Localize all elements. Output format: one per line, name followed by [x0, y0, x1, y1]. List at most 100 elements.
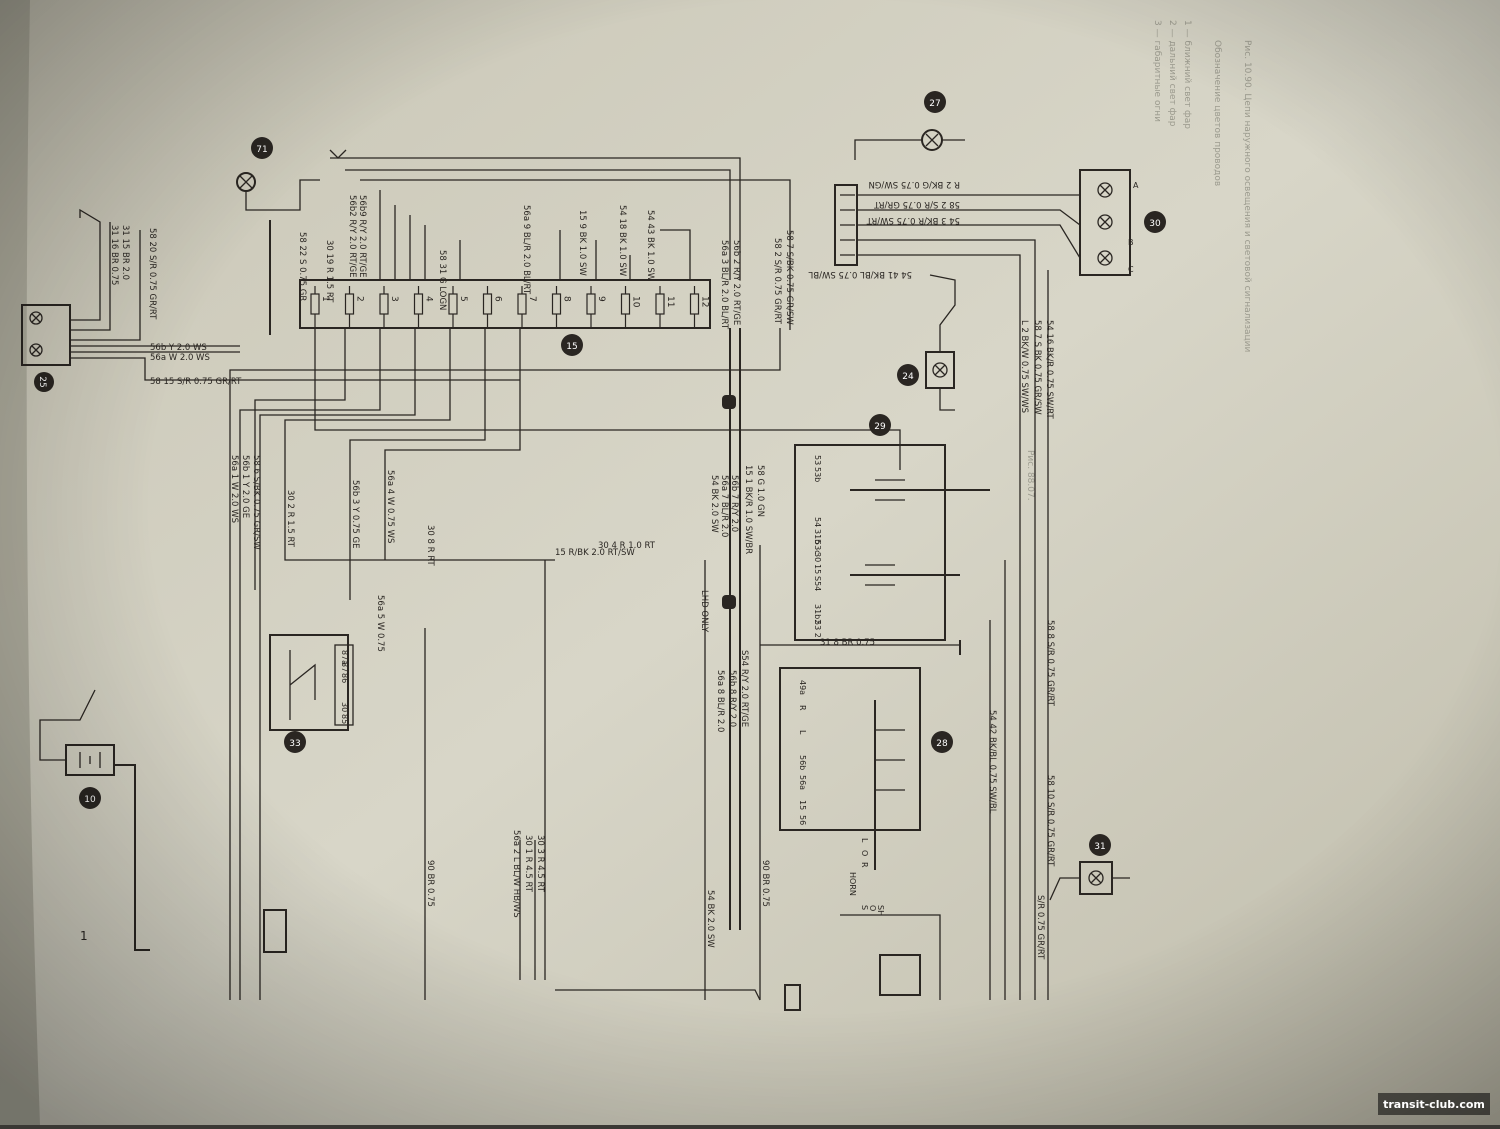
lever-label: L [860, 838, 869, 843]
wire-label: 58 6 S/BK 0.75 GR/SW [251, 455, 261, 550]
ground-label: 1 [80, 929, 88, 943]
connector-plug [722, 595, 736, 609]
wire-label: 56a 4 W 0.75 WS [385, 470, 395, 543]
wire-label: 56b 7 R/Y 2.0 [729, 475, 739, 532]
wire-label: 58 10 S/R 0.75 GR/RT [1045, 775, 1055, 867]
wire-label: 56b9 R/Y 2.0 RT/GE [357, 195, 367, 278]
switch-pin: 56a [798, 775, 807, 790]
switch-pin: S54 [813, 576, 822, 591]
side-line-1: 1 — ближний свет фар [1182, 20, 1192, 129]
side-caption-2: Обозначение цветов проводов [1212, 40, 1222, 186]
fuse-number: 12 [700, 296, 710, 307]
svg-text:15: 15 [566, 342, 577, 352]
wire-label: 54 43 BK 1.0 SW [645, 210, 655, 282]
relay-pin: 87 [340, 662, 349, 672]
wire-label: S54 R/Y 2.0 RT/GE [739, 650, 749, 727]
side-caption: Рис. 10.90. Цепи наружного освещения и с… [1242, 40, 1252, 352]
relay-pin: 85 [340, 714, 349, 724]
relay-pin: 86 [340, 673, 349, 683]
wire-label: 54 16 BK/R 0.75 SW/RT [1044, 320, 1054, 419]
switch-pin: 56 [798, 815, 807, 825]
wire-label: 54 3 BK/R 0.75 SW/RT [866, 215, 960, 225]
wire-label: 31 15 BR 2.0 [120, 225, 130, 280]
fuse-number: 2 [355, 296, 365, 302]
wire-label: 58 2 S/R 0.75 GR/RT [772, 238, 782, 325]
wire-label: 56b 8 R/Y 2.0 [727, 670, 737, 727]
svg-text:25: 25 [37, 376, 47, 387]
wire-label: R 2 BK/G 0.75 SW/GN [868, 179, 960, 189]
lamp-label: B [1128, 238, 1134, 247]
wire-label: 54 41 BK/BL 0.75 SW/BL [808, 269, 912, 279]
switch-pin: 54 [813, 517, 822, 527]
wire-label: 58 7 S/BK 0.75 GR/SW [784, 230, 794, 325]
wire-label: 30 4 R 1.0 RT [598, 541, 656, 551]
fuse-number: 6 [493, 296, 503, 302]
wire-label: 56b 3 Y 0.75 GE [350, 480, 360, 549]
wire-label: 56a 1 W 2.0 WS [229, 455, 239, 523]
wire-label: 56a 3 BL/R 2.0 BL/RT [719, 240, 729, 330]
fuse-number: 3 [389, 296, 399, 302]
wire-label: 58 22 S 0.75 GR [297, 232, 307, 301]
svg-text:71: 71 [256, 145, 267, 155]
wire-label: S/R 0.75 GR/RT [1035, 895, 1045, 960]
wire-label: 30 2 R 1.5 RT [285, 490, 295, 548]
wire-label: 58 20 S/R 0.75 GR/RT [147, 228, 157, 320]
lhd-only-label: LHD ONLY [699, 590, 709, 633]
wire-label: 56a 2 L BL/W HB/WS [511, 830, 521, 918]
fuse-number: 4 [424, 296, 434, 302]
wire-label: 54 BK 2.0 SW [705, 890, 715, 948]
wire-label: 58 2 S/R 0.75 GR/RT [873, 199, 960, 209]
wire-label: 56a 7 BL/R 2.0 [719, 475, 729, 537]
switch-pin: 49a [798, 680, 807, 695]
side-line-3: 3 — габаритные огни [1152, 20, 1162, 122]
wire-label: 56a 8 BL/R 2.0 [715, 670, 725, 732]
wire-label: 58 7 S BK 0.75 GR/SW [1032, 320, 1042, 415]
wire-label: 56a 5 W 0.75 [375, 595, 385, 652]
horn-label: HORN [848, 872, 857, 896]
svg-text:28: 28 [936, 739, 948, 749]
wire-label: 56a 9 BL/R 2.0 BL/RT [521, 205, 531, 295]
relay-pin: 30 [340, 702, 349, 712]
svg-text:10: 10 [84, 795, 96, 805]
lamp-label: C [1128, 265, 1134, 274]
fuse-number: 9 [596, 296, 606, 302]
watermark: transit-club.com [1383, 1098, 1485, 1111]
svg-text:31: 31 [1094, 842, 1105, 852]
wire-label: L 2 BK/W 0.75 SW/WS [1019, 320, 1029, 413]
switch-pin: 15 [798, 800, 807, 810]
fuse-number: 7 [527, 296, 537, 302]
lever-label: S [860, 905, 869, 910]
svg-text:29: 29 [874, 422, 886, 432]
wire-label: 56b Y 2.0 WS [150, 343, 207, 353]
svg-text:30: 30 [1149, 219, 1161, 229]
figure-number: Рис. 88.07. [1025, 450, 1035, 501]
wire-label: 54 42 BK/BL 0.75 SW/BL [987, 710, 997, 814]
wire-label: 90 BR 0.75 [425, 860, 435, 907]
wire-label: 15 9 BK 1.0 SW [577, 210, 587, 276]
wire-label: 30 8 R RT [425, 525, 435, 567]
wire-label: 30 19 R 1.5 RT [324, 240, 334, 303]
switch-pin: 53 [813, 455, 822, 465]
svg-text:24: 24 [902, 372, 914, 382]
lever-label: R [860, 862, 869, 868]
wire-label: 54 18 BK 1.0 SW [617, 205, 627, 277]
wire-label: 30 1 R 4.5 RT [523, 835, 533, 893]
switch-pin: 56b [798, 755, 807, 770]
wire-label: 15 1 BK/R 1.0 SW/BR [743, 465, 753, 554]
lever-label: O [860, 850, 869, 856]
wire-label: 30 3 R 4.5 RT [535, 835, 545, 893]
wire-label: 90 BR 0.75 [760, 860, 770, 907]
connector-plug [722, 395, 736, 409]
switch-pin: 53 2 [813, 620, 822, 638]
svg-text:27: 27 [929, 99, 940, 109]
switch-pin: 30 [813, 552, 822, 562]
wire-label: 58 8 S/R 0.75 GR/RT [1045, 620, 1055, 707]
fuse-number: 5 [458, 296, 468, 302]
side-line-2: 2 — дальний свет фар [1167, 20, 1177, 127]
switch-pin: L [798, 730, 807, 735]
switch-pin: 53b [813, 467, 822, 482]
fuse-number: 1 [320, 296, 330, 302]
wire-label: 56a W 2.0 WS [150, 353, 210, 363]
